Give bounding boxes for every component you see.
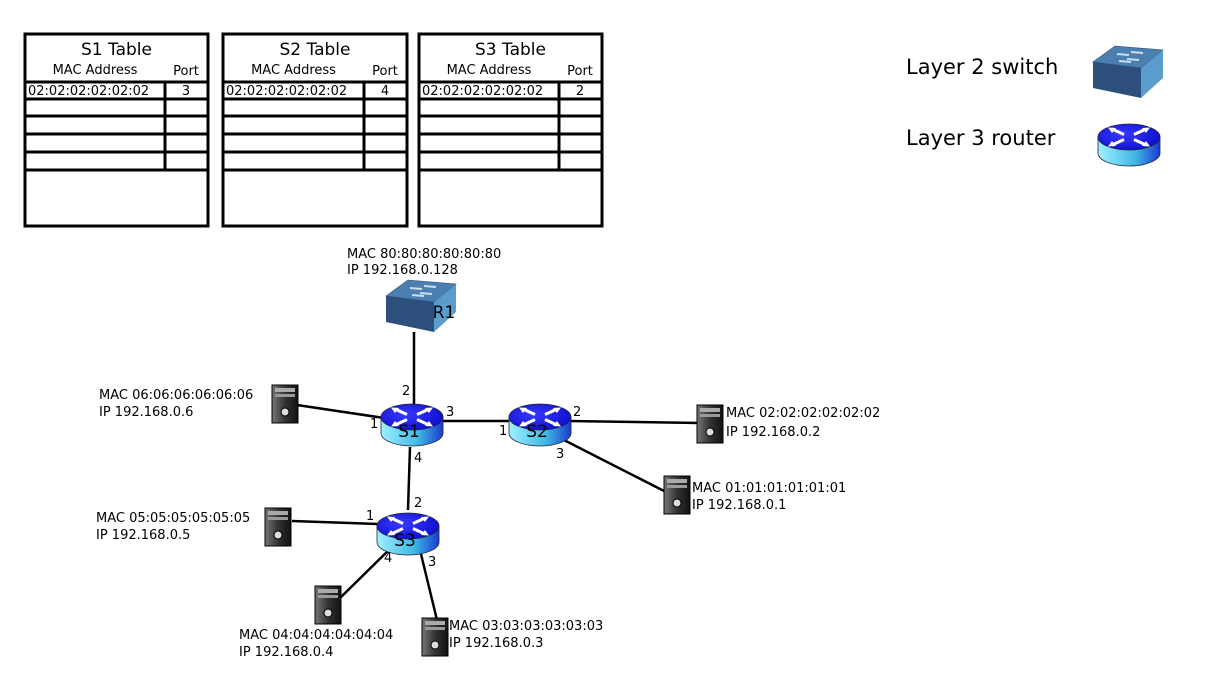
layer3-router-icon: [1097, 123, 1161, 167]
column-header-port: Port: [567, 64, 593, 79]
node-s1[interactable]: S1: [380, 403, 444, 447]
node-h4[interactable]: MAC 04:04:04:04:04:04 IP 192.168.0.4: [239, 585, 393, 660]
table-title: S3 Table: [475, 40, 546, 60]
port-number: 1: [366, 509, 374, 524]
column-header-mac: MAC Address: [447, 63, 532, 78]
router-icon: [508, 403, 572, 447]
node-s3[interactable]: S3: [376, 512, 440, 556]
link-h5-s3: [291, 519, 379, 526]
node-h6[interactable]: MAC 06:06:06:06:06:06 IP 192.168.0.6: [99, 384, 299, 424]
port-number: 4: [384, 551, 392, 566]
ip-address-label: IP 192.168.0.3: [449, 636, 543, 651]
mac-address-label: MAC 80:80:80:80:80:80: [347, 247, 501, 262]
switch-icon: [385, 279, 457, 332]
table-cell-port: 2: [576, 84, 584, 99]
port-number: 3: [556, 447, 564, 462]
port-number: 2: [402, 384, 410, 399]
mac-address-label: MAC 02:02:02:02:02:02: [726, 406, 880, 421]
link-s3-h3: [418, 549, 439, 621]
ip-address-label: IP 192.168.0.6: [99, 405, 193, 420]
port-number: 1: [499, 424, 507, 439]
host-computer-icon: [663, 475, 691, 515]
ip-address-label: IP 192.168.0.5: [96, 528, 190, 543]
host-computer-icon: [696, 404, 724, 444]
ip-address-label: IP 192.168.0.2: [726, 425, 820, 440]
node-s2[interactable]: S2: [508, 403, 572, 447]
node-h5[interactable]: MAC 05:05:05:05:05:05 IP 192.168.0.5: [96, 507, 292, 547]
table-cell-mac: 02:02:02:02:02:02: [422, 84, 543, 99]
table-cell-mac: 02:02:02:02:02:02: [226, 84, 347, 99]
port-number: 4: [414, 451, 422, 466]
router-icon: [376, 512, 440, 556]
column-header-mac: MAC Address: [53, 63, 138, 78]
link-h6-s1: [296, 403, 385, 420]
column-header-port: Port: [372, 64, 398, 79]
host-computer-icon: [271, 384, 299, 424]
ip-address-label: IP 192.168.0.128: [347, 263, 458, 278]
table-cell-port: 3: [182, 84, 190, 99]
legend-router-label: Layer 3 router: [906, 126, 1056, 150]
table-title: S2 Table: [280, 40, 351, 60]
ip-address-label: IP 192.168.0.4: [239, 645, 333, 660]
mac-address-label: MAC 01:01:01:01:01:01: [692, 481, 846, 496]
port-number: 3: [428, 555, 436, 570]
mac-address-label: MAC 03:03:03:03:03:03: [449, 619, 603, 634]
link-s1-s3: [406, 446, 412, 511]
table-border: [23, 32, 210, 228]
node-h2[interactable]: MAC 02:02:02:02:02:02 IP 192.168.0.2: [696, 404, 880, 444]
link-s2-h1: [559, 436, 667, 494]
port-number: 1: [370, 417, 378, 432]
column-header-mac: MAC Address: [251, 63, 336, 78]
mac-address-label: MAC 04:04:04:04:04:04: [239, 628, 393, 643]
mac-address-label: MAC 05:05:05:05:05:05: [96, 511, 250, 526]
node-h1[interactable]: MAC 01:01:01:01:01:01 IP 192.168.0.1: [663, 475, 846, 515]
layer2-switch-icon: [1092, 45, 1164, 98]
router-label: S2: [526, 422, 548, 442]
host-computer-icon: [421, 617, 449, 657]
link-s3-h4: [339, 545, 394, 599]
port-labels: 2 3 1 1 4 2 2 3 1 4 3: [366, 384, 581, 570]
table-cell-port: 4: [381, 84, 389, 99]
router-label: S3: [394, 531, 416, 551]
router-label: S1: [398, 422, 420, 442]
mac-address-label: MAC 06:06:06:06:06:06: [99, 388, 253, 403]
links: [291, 332, 701, 621]
port-number: 2: [573, 405, 581, 420]
table-title: S1 Table: [81, 40, 152, 60]
node-h3[interactable]: MAC 03:03:03:03:03:03 IP 192.168.0.3: [421, 617, 603, 657]
legend-switch-label: Layer 2 switch: [906, 55, 1058, 79]
link-s2-h2: [567, 419, 701, 425]
table-border: [221, 32, 409, 228]
ip-address-label: IP 192.168.0.1: [692, 498, 786, 513]
table-cell-mac: 02:02:02:02:02:02: [28, 84, 149, 99]
port-number: 2: [414, 496, 422, 511]
host-computer-icon: [264, 507, 292, 547]
column-header-port: Port: [173, 64, 199, 79]
host-computer-icon: [314, 585, 342, 625]
table-border: [417, 32, 604, 228]
router-icon: [380, 403, 444, 447]
port-number: 3: [446, 405, 454, 420]
switch-label: R1: [433, 303, 456, 323]
